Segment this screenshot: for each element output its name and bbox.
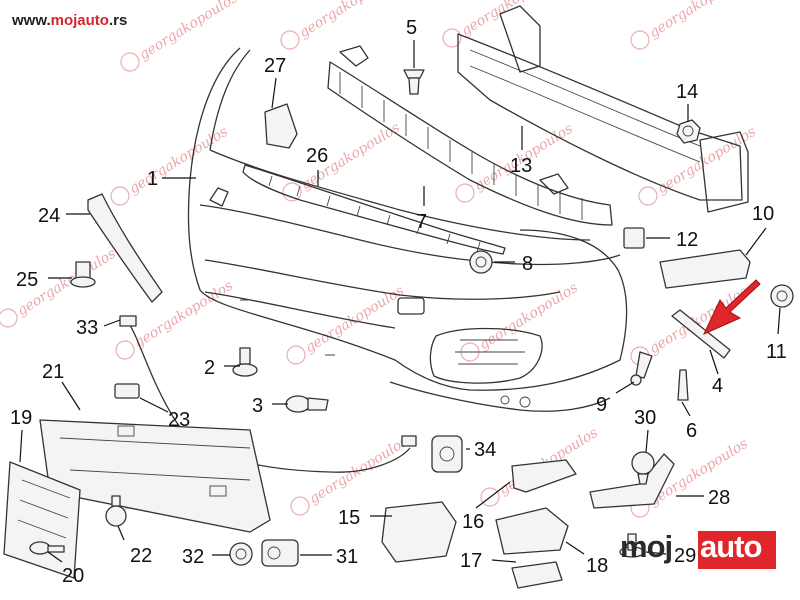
watermark-text: georgakopoulos bbox=[296, 0, 400, 41]
callout-32: 32 bbox=[182, 546, 204, 568]
bracket-10 bbox=[659, 249, 751, 289]
watermark-mark: georgakopoulos bbox=[280, 0, 401, 50]
bracket-16 bbox=[511, 459, 577, 493]
trim-strip-4 bbox=[671, 309, 731, 359]
leader-lines bbox=[19, 40, 781, 563]
bolt-25 bbox=[70, 261, 96, 288]
clip-8 bbox=[469, 250, 493, 274]
bracket-strip bbox=[242, 164, 506, 255]
watermark-text: georgakopoulos bbox=[136, 0, 240, 63]
watermark-text: georgakopoulos bbox=[458, 0, 562, 39]
callout-19: 19 bbox=[10, 407, 32, 429]
sensor-31 bbox=[261, 539, 299, 567]
callout-14: 14 bbox=[676, 81, 698, 103]
callout-25: 25 bbox=[16, 269, 38, 291]
clip-3 bbox=[285, 395, 329, 413]
callout-33: 33 bbox=[76, 317, 98, 339]
callout-3: 3 bbox=[252, 395, 263, 417]
callout-6: 6 bbox=[686, 420, 697, 442]
nut-14 bbox=[676, 119, 701, 144]
site-brand: mojauto bbox=[50, 12, 109, 29]
fog-bezel-15 bbox=[381, 501, 457, 563]
logo-part2: auto bbox=[700, 529, 762, 564]
callout-31: 31 bbox=[336, 546, 358, 568]
callout-29: 29 bbox=[674, 545, 696, 567]
pin-6 bbox=[677, 369, 689, 401]
watermark-text: georgakopoulos bbox=[646, 0, 750, 41]
site-prefix: www. bbox=[12, 12, 51, 29]
callout-17: 17 bbox=[460, 550, 482, 572]
callout-26: 26 bbox=[306, 145, 328, 167]
callout-2: 2 bbox=[204, 357, 215, 379]
logo-part1: moj bbox=[620, 529, 673, 564]
sensor-34 bbox=[431, 435, 463, 473]
callout-10: 10 bbox=[752, 203, 774, 225]
clip-12 bbox=[623, 227, 645, 249]
screw-20 bbox=[29, 541, 65, 555]
clip-22 bbox=[105, 495, 127, 527]
callout-11: 11 bbox=[766, 341, 787, 363]
callout-1: 1 bbox=[147, 168, 158, 190]
callout-9: 9 bbox=[596, 394, 607, 416]
callout-16: 16 bbox=[462, 511, 484, 533]
bracket-24 bbox=[87, 193, 163, 303]
callout-23: 23 bbox=[168, 409, 190, 431]
brand-logo: moj auto bbox=[618, 526, 778, 570]
callout-27: 27 bbox=[264, 55, 286, 77]
watermark-mark: georgakopoulos bbox=[290, 434, 411, 516]
callout-28: 28 bbox=[708, 487, 730, 509]
callout-5: 5 bbox=[406, 17, 417, 39]
clip-11 bbox=[770, 284, 794, 308]
watermark-mark: georgakopoulos bbox=[120, 0, 241, 72]
clip-2 bbox=[232, 347, 258, 377]
screw-9 bbox=[630, 351, 653, 386]
logo-red-box: auto bbox=[698, 529, 776, 569]
watermark-text: georgakopoulos bbox=[126, 124, 230, 197]
callout-24: 24 bbox=[38, 205, 60, 227]
energy-absorber bbox=[327, 45, 613, 226]
reinforcement-bar bbox=[457, 5, 749, 213]
clip-5 bbox=[403, 69, 425, 95]
clip-23 bbox=[114, 383, 140, 399]
site-suffix: .rs bbox=[108, 12, 128, 29]
callout-30: 30 bbox=[634, 407, 656, 429]
callout-34: 34 bbox=[474, 439, 496, 461]
clip-30 bbox=[631, 451, 655, 485]
callout-7: 7 bbox=[416, 211, 427, 233]
watermark-mark: georgakopoulos bbox=[286, 283, 407, 365]
bumper-cover bbox=[187, 47, 628, 412]
callout-labels: 1 2 3 4 5 6 7 8 9 10 11 12 13 14 15 16 1… bbox=[10, 17, 787, 587]
bracket-27 bbox=[264, 103, 298, 149]
watermark-text: georgakopoulos bbox=[476, 280, 580, 353]
callout-15: 15 bbox=[338, 507, 360, 529]
clip-29 bbox=[619, 533, 645, 558]
callout-21: 21 bbox=[42, 361, 64, 383]
watermark-mark: georgakopoulos bbox=[630, 0, 751, 50]
callout-4: 4 bbox=[712, 375, 723, 397]
watermark-mark: georgakopoulos bbox=[460, 280, 581, 362]
callout-20: 20 bbox=[62, 565, 84, 587]
fog-bezel-18 bbox=[495, 507, 569, 555]
grommet-32 bbox=[229, 542, 253, 566]
callout-12: 12 bbox=[676, 229, 698, 251]
callout-18: 18 bbox=[586, 555, 608, 577]
callout-22: 22 bbox=[130, 545, 152, 567]
callout-8: 8 bbox=[522, 253, 533, 275]
callout-13: 13 bbox=[510, 155, 532, 177]
cover-17 bbox=[511, 561, 563, 589]
site-url[interactable]: www.mojauto.rs bbox=[12, 12, 127, 29]
highlight-arrow bbox=[702, 279, 761, 336]
